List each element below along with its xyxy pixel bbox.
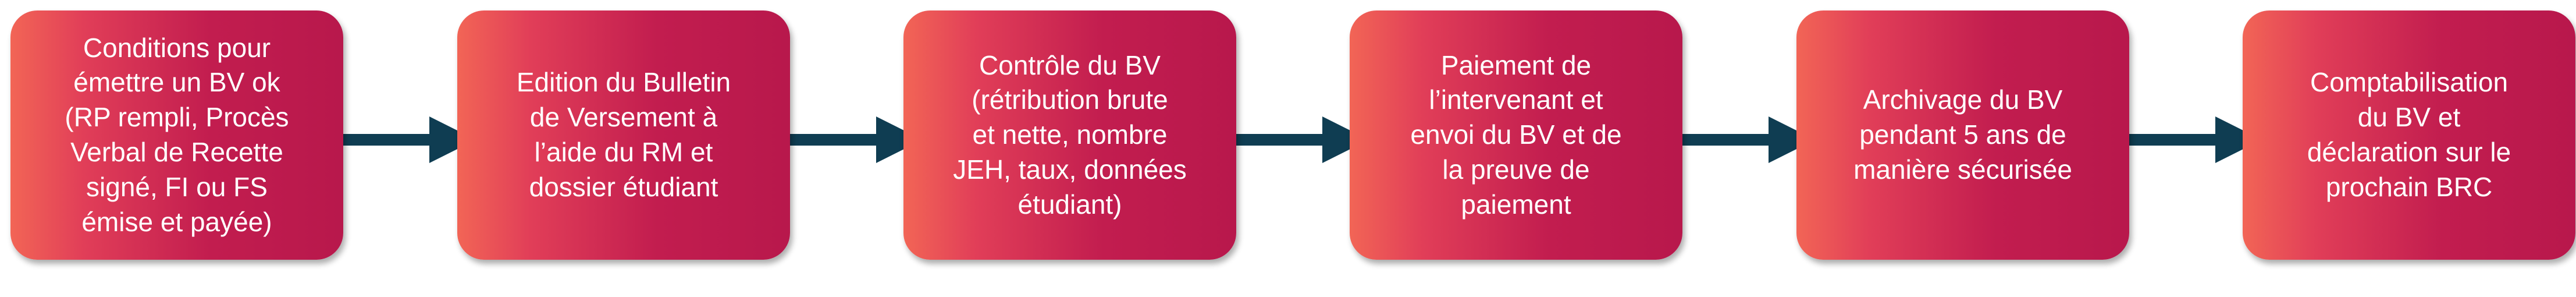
step-box-5: Archivage du BV pendant 5 ans de manière… [1796,10,2129,260]
step-label-4: Paiement de l’intervenant et envoi du BV… [1410,50,1622,220]
step-box-6: Comptabilisation du BV et déclaration su… [2243,10,2575,260]
step-label-3: Contrôle du BV (rétribution brute et net… [953,50,1187,220]
step-label-2: Edition du Bulletin de Versement à l’aid… [516,67,731,202]
step-box-1: Conditions pour émettre un BV ok (RP rem… [10,10,343,260]
step-label-6: Comptabilisation du BV et déclaration su… [2307,67,2511,202]
step-box-4: Paiement de l’intervenant et envoi du BV… [1350,10,1682,260]
step-label-1: Conditions pour émettre un BV ok (RP rem… [65,32,289,237]
step-box-2: Edition du Bulletin de Versement à l’aid… [457,10,790,260]
step-box-3: Contrôle du BV (rétribution brute et net… [903,10,1236,260]
step-label-5: Archivage du BV pendant 5 ans de manière… [1853,84,2072,185]
